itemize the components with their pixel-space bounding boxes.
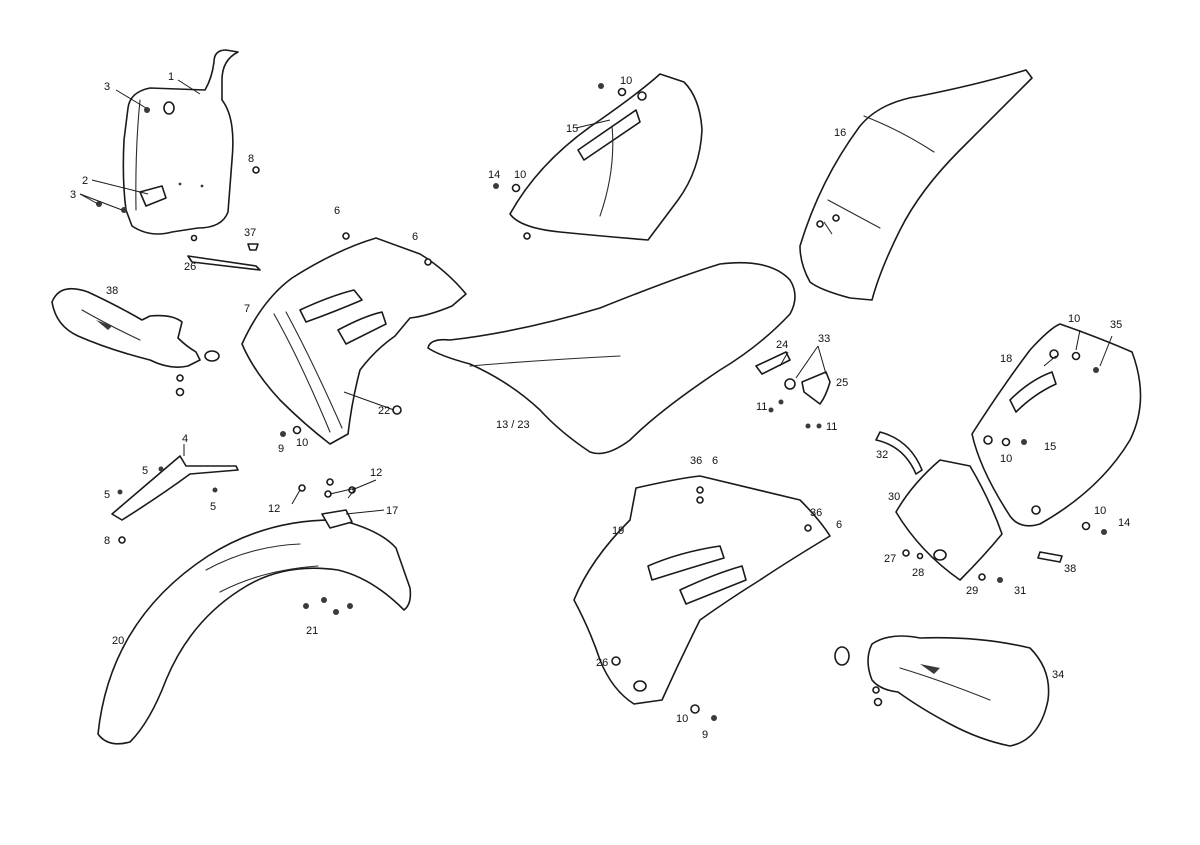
callout-6: 6 <box>836 519 842 531</box>
callout-13-23: 13 / 23 <box>496 419 530 431</box>
callout-28: 28 <box>912 567 924 579</box>
washer-10f <box>1081 521 1091 531</box>
seat-brackets <box>755 351 831 429</box>
callout-5: 5 <box>104 489 110 501</box>
callout-12: 12 <box>268 503 280 515</box>
callout-34: 34 <box>1052 669 1064 681</box>
callout-38: 38 <box>106 285 118 297</box>
callout-11: 11 <box>756 401 767 413</box>
callout-8: 8 <box>104 535 110 547</box>
front-number-plate <box>122 49 239 235</box>
callout-27: 27 <box>884 553 896 565</box>
callout-25: 25 <box>836 377 848 389</box>
callout-21: 21 <box>306 625 318 637</box>
radiator-shroud-left <box>241 232 467 445</box>
screw-14b <box>1101 529 1107 535</box>
callout-33: 33 <box>818 333 830 345</box>
radiator-shroud-right <box>573 475 831 705</box>
callout-38: 38 <box>1064 563 1076 575</box>
callout-37: 37 <box>244 227 256 239</box>
callout-9: 9 <box>278 443 284 455</box>
callout-7: 7 <box>244 303 250 315</box>
washer-10d <box>690 704 700 714</box>
callout-17: 17 <box>386 505 398 517</box>
callout-4: 4 <box>182 433 188 445</box>
side-panel-18 <box>971 323 1142 527</box>
callout-32: 32 <box>876 449 888 461</box>
callout-10: 10 <box>1000 453 1012 465</box>
rear-fender <box>799 69 1033 301</box>
callout-10: 10 <box>1094 505 1106 517</box>
callout-26: 26 <box>596 657 608 669</box>
callout-10: 10 <box>514 169 526 181</box>
callout-35: 35 <box>1110 319 1122 331</box>
callout-10: 10 <box>1068 313 1080 325</box>
callout-20: 20 <box>112 635 124 647</box>
callout-9: 9 <box>702 729 708 741</box>
callout-15: 15 <box>566 123 578 135</box>
callout-29: 29 <box>966 585 978 597</box>
callout-26: 26 <box>184 261 196 273</box>
bracket-4 <box>111 455 239 544</box>
screw-3a <box>144 107 150 113</box>
callout-labels: 1 3 8 2 3 37 26 38 6 6 7 22 9 10 4 5 5 5… <box>70 71 1130 741</box>
screw-3b <box>96 201 102 207</box>
callout-3: 3 <box>104 81 110 93</box>
strap-26 <box>187 234 261 271</box>
callout-6: 6 <box>334 205 340 217</box>
callout-1: 1 <box>168 71 174 83</box>
screw-15 <box>1021 439 1027 445</box>
callout-12: 12 <box>370 467 382 479</box>
callout-36: 36 <box>690 455 702 467</box>
hand-guard-left <box>51 287 220 397</box>
callout-19: 19 <box>612 525 624 537</box>
callout-5: 5 <box>142 465 148 477</box>
leader-lines <box>79 79 1113 515</box>
callout-14: 14 <box>1118 517 1130 529</box>
tube-32 <box>875 431 923 475</box>
callout-22: 22 <box>378 405 390 417</box>
callout-6: 6 <box>712 455 718 467</box>
washer-10a <box>292 425 302 435</box>
callout-15: 15 <box>1044 441 1056 453</box>
screw-3c <box>121 207 127 213</box>
callout-36: 36 <box>810 507 822 519</box>
callout-31: 31 <box>1014 585 1026 597</box>
callout-18: 18 <box>1000 353 1012 365</box>
callout-14: 14 <box>488 169 500 181</box>
callout-5: 5 <box>210 501 216 513</box>
callout-11: 11 <box>826 421 837 433</box>
grommet-26b <box>611 656 621 666</box>
seat <box>427 261 796 455</box>
callout-3: 3 <box>70 189 76 201</box>
callout-8: 8 <box>248 153 254 165</box>
front-fender <box>97 478 412 745</box>
screw-9b <box>711 715 717 721</box>
screw-10a <box>598 83 604 89</box>
callout-2: 2 <box>82 175 88 187</box>
screw-35 <box>1093 367 1099 373</box>
callout-10: 10 <box>676 713 688 725</box>
callout-10: 10 <box>620 75 632 87</box>
callout-30: 30 <box>888 491 900 503</box>
nut-8a <box>252 166 260 174</box>
side-panel-15 <box>509 73 703 241</box>
callout-10: 10 <box>296 437 308 449</box>
screw-14a <box>493 183 499 189</box>
washer-10c <box>511 183 521 193</box>
washer-10e <box>1001 437 1011 447</box>
screw-9a <box>280 431 286 437</box>
washer-10b <box>617 87 627 97</box>
callout-24: 24 <box>776 339 788 351</box>
hand-guard-right <box>834 635 1050 747</box>
callout-6: 6 <box>412 231 418 243</box>
callout-16: 16 <box>834 127 846 139</box>
panel-30 <box>895 459 1063 583</box>
